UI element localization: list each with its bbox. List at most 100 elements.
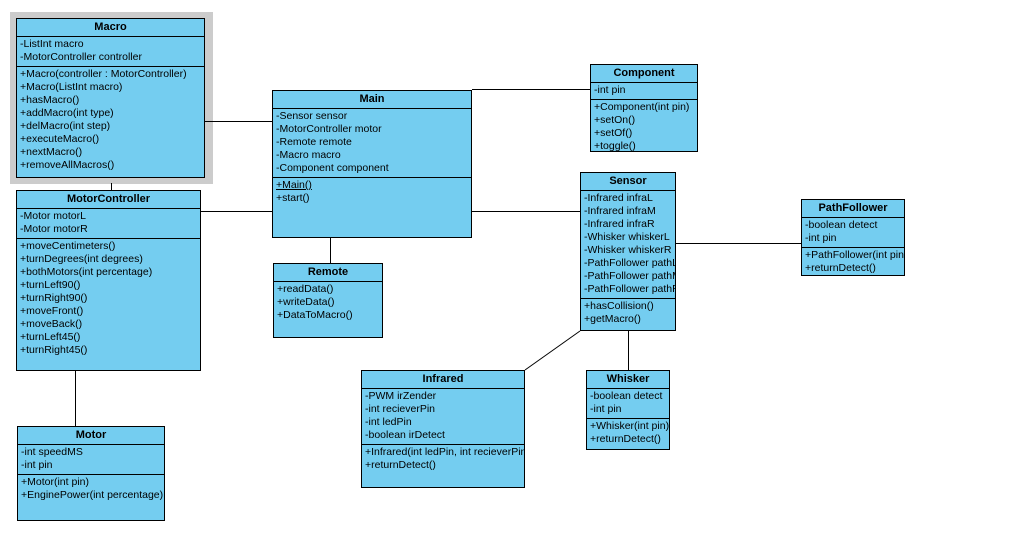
class-box-motorcontroller[interactable]: MotorController -Motor motorL -Motor mot… — [16, 190, 201, 371]
method-row: +moveCentimeters() — [20, 240, 116, 252]
class-methods-component: +Component(int pin) +setOn() +setOf() +t… — [591, 100, 697, 155]
method-row: +readData() — [277, 283, 334, 295]
class-attributes-macro: -ListInt macro -MotorController controll… — [17, 37, 204, 67]
method-row: +Main() — [276, 179, 312, 191]
connector-motorcontroller-motor — [75, 371, 76, 427]
attribute-row: -int pin — [21, 459, 53, 471]
attribute-row: -boolean detect — [590, 390, 663, 402]
class-box-macro[interactable]: Macro -ListInt macro -MotorController co… — [16, 18, 205, 178]
method-row: +PathFollower(int pin) — [805, 249, 904, 261]
class-attributes-pathfollower: -boolean detect -int pin — [802, 218, 904, 248]
attribute-row: -PathFollower pathM — [584, 270, 675, 282]
method-row: +Macro(ListInt macro) — [20, 81, 123, 93]
method-row: +moveBack() — [20, 318, 83, 330]
attribute-row: -Motor motorL — [20, 210, 86, 222]
method-row: +setOn() — [594, 114, 636, 126]
method-row: +delMacro(int step) — [20, 120, 111, 132]
attribute-row: -ListInt macro — [20, 38, 84, 50]
method-row: +toggle() — [594, 140, 636, 152]
method-row: +DataToMacro() — [277, 309, 353, 321]
class-title-sensor: Sensor — [581, 173, 675, 191]
connector-macro-main — [205, 121, 273, 122]
class-box-component[interactable]: Component -int pin +Component(int pin) +… — [590, 64, 698, 152]
class-box-infrared[interactable]: Infrared -PWM irZender -int recieverPin … — [361, 370, 525, 488]
method-row: +EnginePower(int percentage) — [21, 489, 164, 501]
class-methods-motorcontroller: +moveCentimeters() +turnDegrees(int degr… — [17, 239, 200, 359]
method-row: +returnDetect() — [805, 262, 876, 274]
class-title-component: Component — [591, 65, 697, 83]
method-row: +getMacro() — [584, 313, 641, 325]
connector-motorcontroller-main — [200, 211, 273, 212]
class-attributes-motorcontroller: -Motor motorL -Motor motorR — [17, 209, 200, 239]
method-row: +setOf() — [594, 127, 633, 139]
class-methods-pathfollower: +PathFollower(int pin) +returnDetect() — [802, 248, 904, 277]
attribute-row: -Remote remote — [276, 136, 352, 148]
attribute-row: -boolean irDetect — [365, 429, 445, 441]
attribute-row: -PWM irZender — [365, 390, 437, 402]
method-row: +Whisker(int pin) — [590, 420, 669, 432]
attribute-row: -int pin — [805, 232, 837, 244]
class-methods-macro: +Macro(controller : MotorController) +Ma… — [17, 67, 204, 174]
class-attributes-main: -Sensor sensor -MotorController motor -R… — [273, 109, 471, 178]
method-row: +turnLeft45() — [20, 331, 81, 343]
method-row: +removeAllMacros() — [20, 159, 115, 171]
method-row: +turnLeft90() — [20, 279, 81, 291]
method-row: +executeMacro() — [20, 133, 100, 145]
method-row: +returnDetect() — [590, 433, 661, 445]
method-row: +addMacro(int type) — [20, 107, 114, 119]
attribute-row: -Motor motorR — [20, 223, 88, 235]
method-row: +returnDetect() — [365, 459, 436, 471]
attribute-row: -MotorController controller — [20, 51, 142, 63]
attribute-row: -Whisker whiskerR — [584, 244, 672, 256]
class-attributes-motor: -int speedMS -int pin — [18, 445, 164, 475]
attribute-row: -int pin — [594, 84, 626, 96]
method-row: +hasCollision() — [584, 300, 654, 312]
class-title-motor: Motor — [18, 427, 164, 445]
method-row: +turnRight90() — [20, 292, 88, 304]
method-row: +nextMacro() — [20, 146, 83, 158]
class-methods-infrared: +Infrared(int ledPin, int recieverPin) +… — [362, 445, 524, 474]
class-box-pathfollower[interactable]: PathFollower -boolean detect -int pin +P… — [801, 199, 905, 276]
attribute-row: -MotorController motor — [276, 123, 382, 135]
attribute-row: -int recieverPin — [365, 403, 436, 415]
class-box-motor[interactable]: Motor -int speedMS -int pin +Motor(int p… — [17, 426, 165, 521]
method-row: +hasMacro() — [20, 94, 80, 106]
method-row: +moveFront() — [20, 305, 84, 317]
connector-main-sensor — [472, 211, 580, 212]
attribute-row: -Infrared infraM — [584, 205, 656, 217]
class-title-main: Main — [273, 91, 471, 109]
attribute-row: -PathFollower pathL — [584, 257, 675, 269]
connector-sensor-pathfollower — [676, 243, 801, 244]
attribute-row: -int pin — [590, 403, 622, 415]
method-row: +Infrared(int ledPin, int recieverPin) — [365, 446, 524, 458]
class-box-remote[interactable]: Remote +readData() +writeData() +DataToM… — [273, 263, 383, 338]
class-title-remote: Remote — [274, 264, 382, 282]
method-row: +turnDegrees(int degrees) — [20, 253, 143, 265]
attribute-row: -Whisker whiskerL — [584, 231, 670, 243]
class-attributes-component: -int pin — [591, 83, 697, 100]
class-title-motorcontroller: MotorController — [17, 191, 200, 209]
class-box-main[interactable]: Main -Sensor sensor -MotorController mot… — [272, 90, 472, 238]
connector-sensor-whisker — [628, 331, 629, 371]
method-row: +turnRight45() — [20, 344, 88, 356]
class-title-infrared: Infrared — [362, 371, 524, 389]
method-row: +Component(int pin) — [594, 101, 690, 113]
class-attributes-infrared: -PWM irZender -int recieverPin -int ledP… — [362, 389, 524, 445]
method-row: +bothMotors(int percentage) — [20, 266, 153, 278]
connector-main-component — [472, 89, 590, 90]
class-methods-motor: +Motor(int pin) +EnginePower(int percent… — [18, 475, 164, 504]
attribute-row: -int ledPin — [365, 416, 412, 428]
class-methods-sensor: +hasCollision() +getMacro() — [581, 299, 675, 328]
attribute-row: -Component component — [276, 162, 389, 174]
method-row: +start() — [276, 192, 310, 204]
class-box-whisker[interactable]: Whisker -boolean detect -int pin +Whiske… — [586, 370, 670, 450]
class-box-sensor[interactable]: Sensor -Infrared infraL -Infrared infraM… — [580, 172, 676, 331]
connector-main-remote — [330, 238, 331, 263]
attribute-row: -Macro macro — [276, 149, 341, 161]
method-row: +Macro(controller : MotorController) — [20, 68, 187, 80]
class-title-whisker: Whisker — [587, 371, 669, 389]
class-title-macro: Macro — [17, 19, 204, 37]
class-methods-whisker: +Whisker(int pin) +returnDetect() — [587, 419, 669, 448]
